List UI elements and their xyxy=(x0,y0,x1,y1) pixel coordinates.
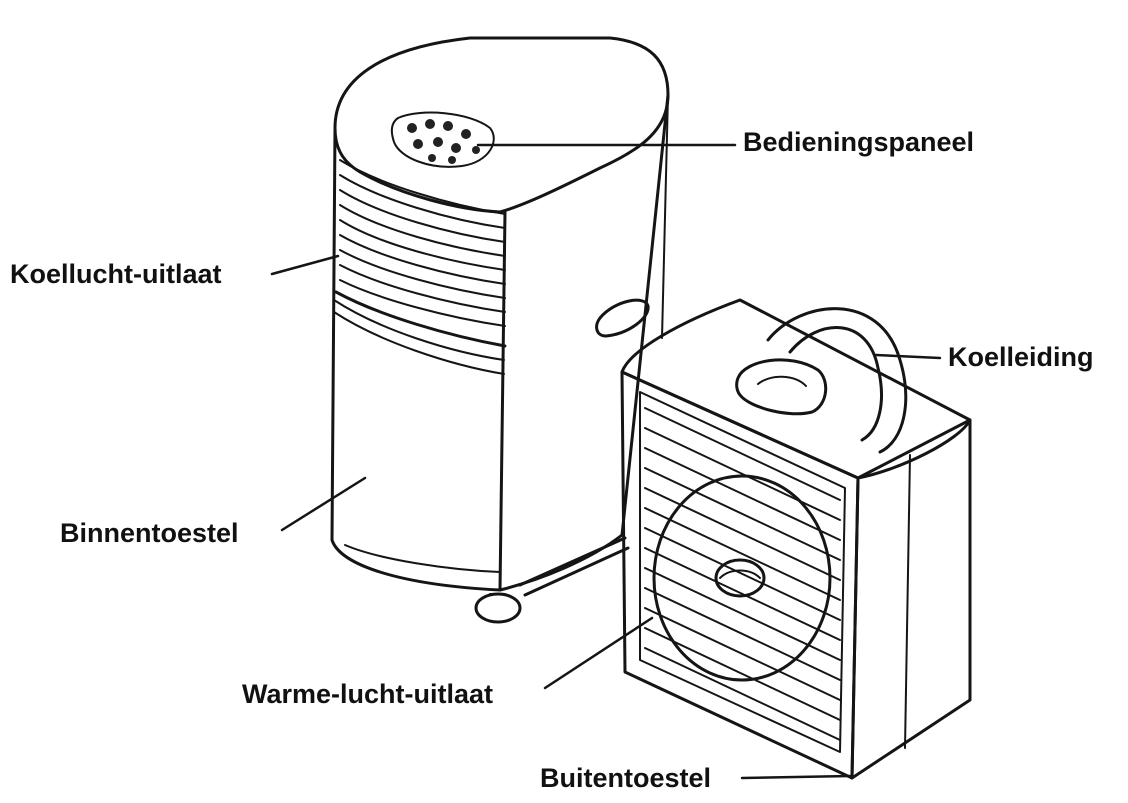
cooling-pipe xyxy=(768,309,906,452)
label-warm-air-outlet: Warme-lucht-uitlaat xyxy=(242,681,493,708)
label-control-panel: Bedieningspaneel xyxy=(743,129,974,156)
leader-indoor-unit xyxy=(282,478,365,530)
outdoor-unit-drawing xyxy=(622,300,970,778)
fan-guard xyxy=(654,476,830,680)
cool-air-louvers xyxy=(336,160,505,346)
leader-outdoor-unit xyxy=(742,776,850,778)
label-outdoor-unit: Buitentoestel xyxy=(540,765,711,792)
indoor-unit-top xyxy=(335,38,668,212)
label-cool-air-outlet: Koellucht-uitlaat xyxy=(10,261,222,288)
outdoor-unit-handle xyxy=(737,360,826,414)
outdoor-unit-top xyxy=(622,300,970,478)
indoor-unit-side-handle xyxy=(597,300,649,336)
control-panel xyxy=(392,113,494,167)
outdoor-unit-side xyxy=(852,420,970,778)
connecting-hose xyxy=(520,538,625,585)
control-panel-buttons xyxy=(407,119,480,164)
indoor-unit-drawing xyxy=(332,38,668,622)
fan-hub xyxy=(716,560,764,596)
leader-cooling-pipe xyxy=(876,355,940,358)
label-cooling-pipe: Koelleiding xyxy=(948,344,1094,371)
leader-cool-air-outlet xyxy=(272,256,338,274)
caster-wheel xyxy=(476,594,520,622)
label-indoor-unit: Binnentoestel xyxy=(60,520,239,547)
